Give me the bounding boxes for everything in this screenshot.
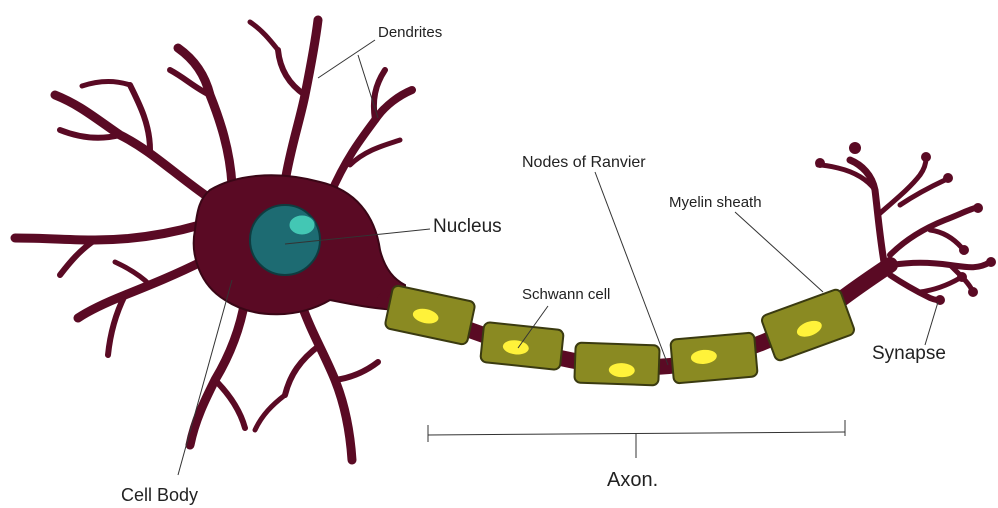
label-schwann-cell: Schwann cell — [522, 286, 610, 303]
nucleolus — [289, 215, 315, 235]
dendrite-branch — [278, 50, 305, 95]
label-nodes-of-ranvier: Nodes of Ranvier — [522, 154, 646, 171]
synaptic-bouton — [935, 295, 945, 305]
terminal-branch — [930, 230, 962, 248]
terminal-branch — [892, 262, 990, 267]
synaptic-bouton — [815, 158, 825, 168]
synaptic-bouton — [959, 245, 969, 255]
myelin-sheath-segments — [384, 285, 855, 386]
axon-terminals — [815, 142, 996, 305]
dendrite-branch — [255, 395, 285, 430]
dendrite-branch — [250, 22, 278, 50]
dendrite-branch — [285, 20, 318, 182]
label-axon: Axon. — [607, 469, 658, 491]
myelin-segment — [760, 288, 855, 362]
dendrite-branch — [115, 262, 150, 285]
axon-bracket — [428, 420, 845, 458]
dendrite-branch — [15, 225, 200, 240]
dendrite-branch — [55, 95, 205, 195]
nucleus — [250, 205, 320, 275]
dendrite-branch — [335, 362, 378, 380]
synaptic-bouton — [957, 272, 967, 282]
label-dendrites: Dendrites — [378, 24, 442, 41]
leader-dendrites-1 — [318, 40, 375, 78]
myelin-segment — [384, 285, 475, 346]
label-nucleus: Nucleus — [433, 216, 502, 237]
dendrite-branch — [285, 345, 320, 395]
dendrite-branch — [190, 300, 245, 445]
leader-synapse — [925, 302, 938, 345]
label-myelin-sheath: Myelin sheath — [669, 194, 762, 211]
label-synapse: Synapse — [872, 343, 946, 364]
synaptic-bouton — [921, 152, 931, 162]
myelin-segment — [574, 343, 659, 386]
dendrite-branch — [78, 260, 205, 318]
label-cell-body: Cell Body — [121, 485, 198, 505]
dendrite-branch — [82, 81, 130, 86]
synaptic-bouton — [986, 257, 996, 267]
leader-cell-body — [178, 280, 232, 475]
synaptic-bouton — [973, 203, 983, 213]
leader-myelin-sheath — [735, 212, 823, 292]
myelin-segment — [480, 322, 564, 370]
leader-nodes-of-ranvier — [595, 172, 668, 365]
synaptic-bouton — [968, 287, 978, 297]
synaptic-bouton — [943, 173, 953, 183]
terminal-branch — [920, 278, 960, 292]
dendrite-branch — [60, 240, 95, 275]
dendrite-branch — [215, 380, 245, 428]
myelin-segment — [670, 332, 758, 383]
dendrite-branch — [178, 48, 232, 185]
synaptic-bouton — [849, 142, 861, 154]
